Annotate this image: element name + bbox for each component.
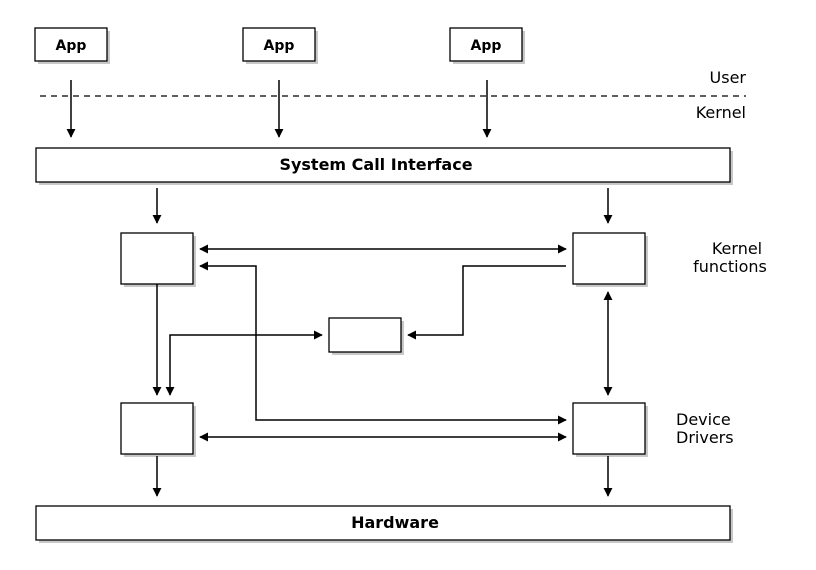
kernel-space-label: Kernel — [696, 103, 746, 122]
user-space-label: User — [710, 68, 747, 87]
middle-to-left-driver-link — [165, 330, 323, 396]
device-driver-box-right — [572, 402, 648, 457]
device-drivers-label-line1: Device — [676, 410, 731, 429]
app-label-2: App — [264, 38, 295, 54]
system-call-interface-label: System Call Interface — [279, 155, 472, 174]
hardware-label: Hardware — [351, 513, 439, 532]
kernel-functions-label-line2: functions — [693, 257, 767, 276]
kernel-function-box-middle — [328, 317, 404, 355]
kernel-functions-label-line1: Kernel — [712, 239, 762, 258]
app-box-3: App — [449, 27, 525, 64]
device-driver-box-left — [120, 402, 196, 457]
system-call-interface-bar: System Call Interface — [35, 147, 733, 185]
hardware-bar: Hardware — [35, 505, 733, 543]
device-drivers-label-line2: Drivers — [676, 428, 734, 447]
kernel-function-box-left — [120, 232, 196, 287]
right-func-to-middle-link — [407, 265, 566, 340]
app-box-1: App — [34, 27, 110, 64]
app-label-1: App — [56, 38, 87, 54]
kernel-function-box-right — [572, 232, 648, 287]
app-box-2: App — [242, 27, 318, 64]
app-label-3: App — [471, 38, 502, 54]
